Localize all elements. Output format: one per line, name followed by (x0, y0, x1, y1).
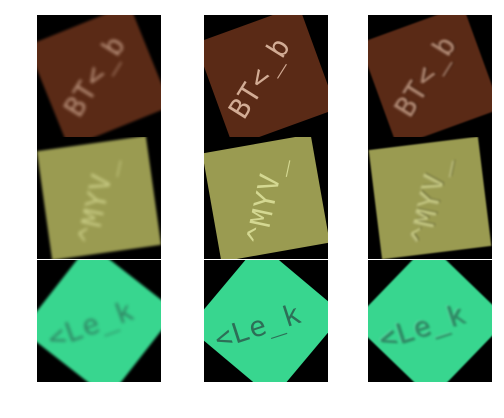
captcha-tile: BT<_b (37, 15, 161, 137)
captcha-tile: <Le_k (368, 260, 492, 382)
captcha-tile: ^MYV_ (204, 137, 328, 259)
captcha-tile: <Le_k (204, 260, 328, 382)
captcha-tile: ^MYV_ (368, 137, 492, 259)
captcha-tile: <Le_k (37, 260, 161, 382)
captcha-tile: ^MYV_ (37, 137, 161, 259)
captcha-tile: BT<_b (204, 15, 328, 137)
captcha-tile: BT<_b (368, 15, 492, 137)
